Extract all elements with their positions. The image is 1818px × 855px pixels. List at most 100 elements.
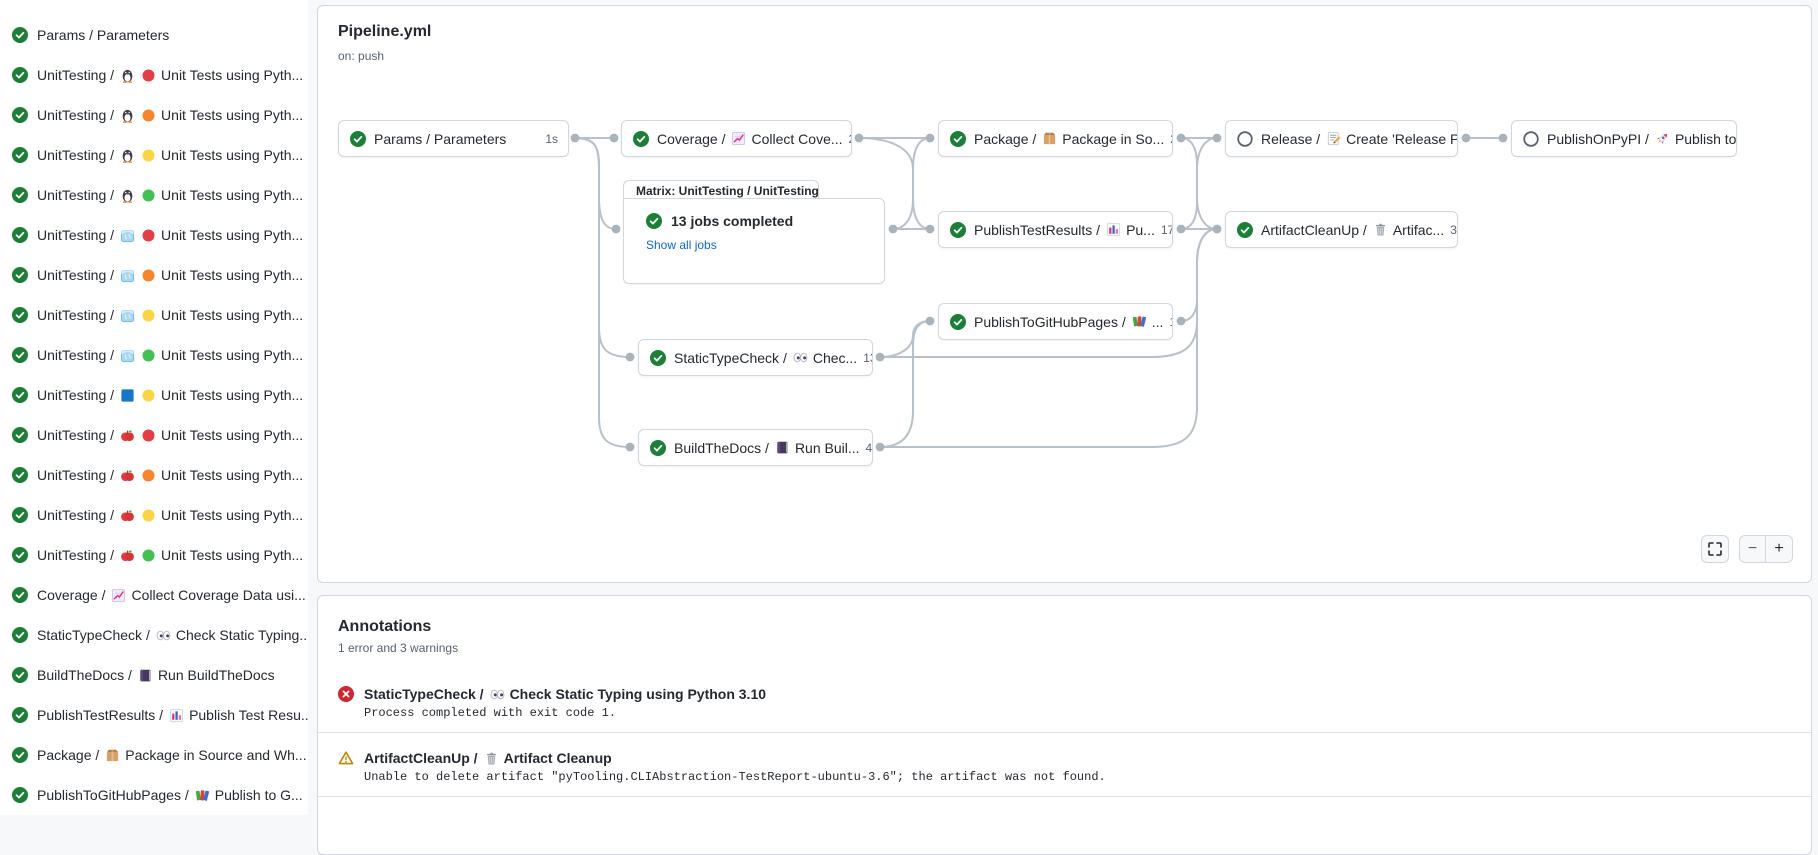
bar-chart-icon [1106, 222, 1121, 237]
node-job-name: PublishOnPyPI / [1547, 130, 1649, 147]
node-job-name: PublishToGitHubPages / [974, 313, 1126, 330]
penguin-icon [120, 148, 135, 163]
graph-node-buildthedocs[interactable]: BuildTheDocs /Run Buil...47s [638, 429, 873, 466]
job-name: UnitTesting / [37, 307, 115, 323]
job-name: UnitTesting / [37, 147, 115, 163]
apple-icon [120, 508, 135, 523]
dot-green-icon [141, 548, 156, 563]
check-circle-icon [12, 707, 28, 723]
book-icon [775, 440, 790, 455]
node-job-label: Publish to ... [1674, 130, 1737, 147]
books-icon [195, 788, 210, 803]
sidebar-job-item[interactable]: UnitTesting /Unit Tests using Pyth... [0, 375, 308, 415]
job-name: UnitTesting / [37, 187, 115, 203]
package-icon [105, 748, 120, 763]
penguin-icon [120, 188, 135, 203]
graph-node-publishtestresults[interactable]: PublishTestResults /Pu...17s [938, 211, 1173, 248]
bar-chart-icon [169, 708, 184, 723]
x-circle-icon [338, 686, 354, 702]
job-label: Run BuildTheDocs [157, 667, 275, 683]
check-circle-icon [12, 387, 28, 403]
check-circle-icon [646, 213, 662, 229]
check-circle-icon [12, 627, 28, 643]
blue-square-icon [120, 388, 135, 403]
job-name: UnitTesting / [37, 107, 115, 123]
check-circle-icon [12, 587, 28, 603]
job-name: UnitTesting / [37, 347, 115, 363]
chart-up-icon [731, 131, 746, 146]
job-label: Unit Tests using Pyth... [161, 467, 304, 483]
sidebar-job-item[interactable]: UnitTesting /Unit Tests using Pyth... [0, 215, 308, 255]
trash-icon [1373, 222, 1388, 237]
eyes-icon [156, 628, 171, 643]
graph-node-statictypecheck[interactable]: StaticTypeCheck /Chec...13s [638, 339, 873, 376]
node-job-name: ArtifactCleanUp / [1261, 221, 1367, 238]
sidebar-job-item[interactable]: UnitTesting /Unit Tests using Pyth... [0, 175, 308, 215]
skipped-circle-icon [1237, 130, 1253, 147]
sidebar-job-item[interactable]: UnitTesting / Unit Tests using Pyth... [0, 415, 308, 455]
graph-node-package[interactable]: Package /Package in So...25s [938, 120, 1173, 157]
sidebar-job-item[interactable]: UnitTesting /Unit Tests using Pyth... [0, 95, 308, 135]
job-name: UnitTesting / [37, 427, 115, 443]
check-circle-icon [12, 147, 28, 163]
sidebar-job-item[interactable]: UnitTesting / Unit Tests using Pyth... [0, 135, 308, 175]
dot-orange-icon [141, 268, 156, 283]
job-name: BuildTheDocs / [37, 667, 132, 683]
job-name: UnitTesting / [37, 227, 115, 243]
check-circle-icon [12, 227, 28, 243]
chart-up-icon [111, 588, 126, 603]
annotation-job-name: StaticTypeCheck / [364, 686, 484, 702]
node-job-name: Package / [974, 130, 1037, 147]
sidebar-job-item[interactable]: UnitTesting /Unit Tests using Pyth... [0, 255, 308, 295]
memo-icon [1326, 131, 1341, 146]
graph-node-artifactcleanup[interactable]: ArtifactCleanUp /Artifac...3s [1225, 211, 1458, 248]
node-job-name: Release / [1261, 130, 1321, 147]
check-circle-icon [350, 130, 366, 147]
check-circle-icon [650, 439, 666, 456]
sidebar-job-item[interactable]: PublishToGitHubPages /Publish to G... [0, 775, 308, 815]
node-job-label: Package in So... [1062, 130, 1165, 147]
package-icon [1042, 131, 1057, 146]
graph-node-publishtogithubpages[interactable]: PublishToGitHubPages /...13s [938, 303, 1173, 340]
sidebar-job-item[interactable]: StaticTypeCheck /Check Static Typing... [0, 615, 308, 655]
job-label: Unit Tests using Pyth... [161, 147, 304, 163]
check-circle-icon [950, 130, 966, 147]
sidebar-job-item[interactable]: Coverage /Collect Coverage Data usi... [0, 575, 308, 615]
sidebar-job-item[interactable]: UnitTesting /Unit Tests using Pyth... [0, 535, 308, 575]
sidebar-job-item[interactable]: PublishTestResults /Publish Test Resu... [0, 695, 308, 735]
graph-node-release[interactable]: Release /Create 'Release P... [1225, 120, 1458, 157]
zoom-in-button[interactable]: + [1774, 540, 1784, 557]
sidebar-job-item[interactable]: Package /Package in Source and Wh... [0, 735, 308, 775]
sidebar-job-item[interactable]: UnitTesting / Unit Tests using Pyth... [0, 455, 308, 495]
sidebar-job-item[interactable]: UnitTesting /Unit Tests using Pyth... [0, 295, 308, 335]
sidebar-job-item[interactable]: UnitTesting /Unit Tests using Pyth... [0, 335, 308, 375]
annotations-title: Annotations [338, 618, 432, 635]
dot-yellow-icon [141, 148, 156, 163]
job-label: Unit Tests using Pyth... [161, 427, 304, 443]
annotation-header[interactable]: StaticTypeCheck / Check Static Typing usi… [338, 686, 1791, 702]
node-duration: 25s [843, 132, 851, 146]
zoom-out-button[interactable]: − [1740, 536, 1766, 562]
sidebar-job-item[interactable]: BuildTheDocs / Run BuildTheDocs [0, 655, 308, 695]
job-name: UnitTesting / [37, 507, 115, 523]
check-circle-icon [950, 313, 966, 330]
graph-node-publishonpypi[interactable]: PublishOnPyPI / Publish to ... [1511, 120, 1737, 157]
job-label: Unit Tests using Pyth... [161, 67, 304, 83]
annotation-message: Unable to delete artifact "pyTooling.CLI… [364, 770, 1106, 784]
annotation-header[interactable]: ArtifactCleanUp /Artifact Cleanup [338, 750, 1791, 766]
annotation-error: StaticTypeCheck / Check Static Typing usi… [318, 669, 1811, 733]
sidebar-job-item[interactable]: Params / Parameters [0, 15, 308, 55]
penguin-icon [120, 68, 135, 83]
node-job-label: Run Buil... [794, 439, 860, 456]
graph-node-coverage[interactable]: Coverage /Collect Cove...25s [621, 120, 852, 157]
show-all-jobs-link[interactable]: Show all jobs [646, 238, 717, 252]
sidebar-job-item[interactable]: UnitTesting /Unit Tests using Pyth... [0, 55, 308, 95]
annotation-job-label: Check Static Typing using Python 3.10 [509, 686, 767, 702]
sidebar-job-item[interactable]: UnitTesting /Unit Tests using Pyth... [0, 495, 308, 535]
job-name: UnitTesting / [37, 467, 115, 483]
fullscreen-icon [1708, 542, 1722, 556]
fullscreen-button[interactable] [1701, 535, 1729, 563]
check-circle-icon [12, 107, 28, 123]
